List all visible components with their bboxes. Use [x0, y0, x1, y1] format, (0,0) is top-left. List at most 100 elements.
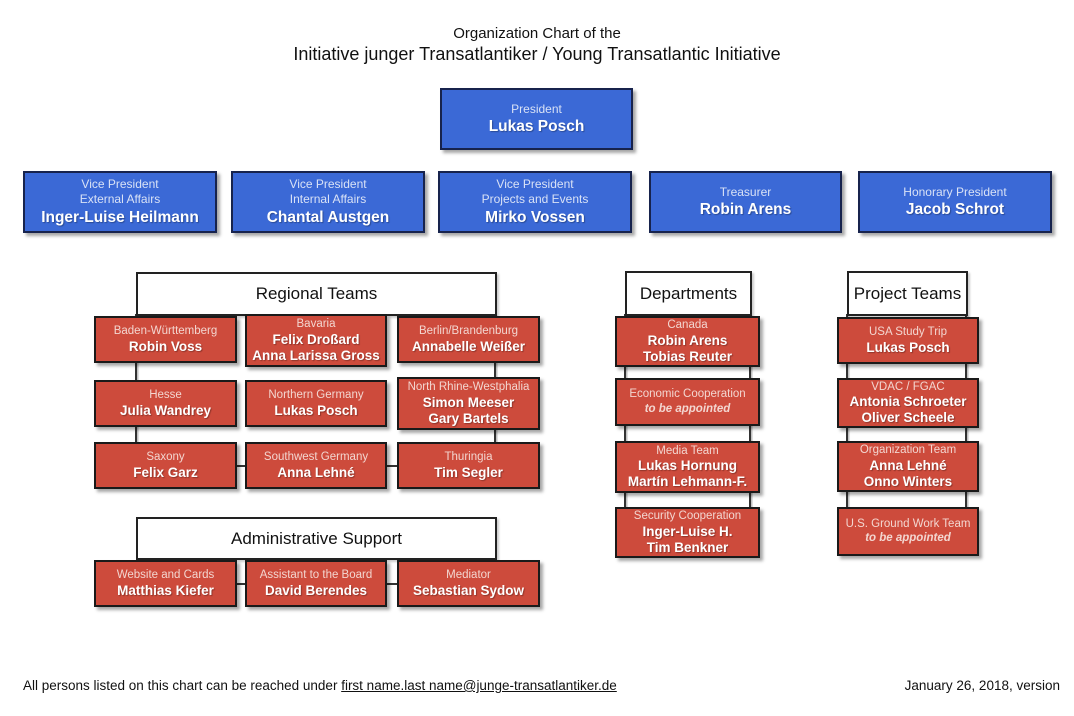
person-name: Felix Droßard: [272, 331, 360, 347]
chart-title-line2: Initiative junger Transatlantiker / Youn…: [293, 44, 781, 64]
team-title: USA Study Trip: [869, 326, 947, 339]
person-name: Lukas Posch: [274, 402, 358, 418]
person-name: Lukas Posch: [488, 118, 585, 136]
person-name: Julia Wandrey: [119, 402, 212, 418]
person-name: Simon Meeser: [422, 394, 515, 410]
box-canada: Canada Robin Arens Tobias Reuter: [615, 316, 760, 367]
box-north-rhine-westphalia: North Rhine-Westphalia Simon Meeser Gary…: [397, 377, 540, 430]
person-name: Oliver Scheele: [861, 410, 955, 426]
person-name: Robin Voss: [128, 338, 203, 354]
box-hesse: Hesse Julia Wandrey: [94, 380, 237, 427]
person-name: Mirko Vossen: [485, 208, 585, 226]
team-title: Northern Germany: [268, 389, 364, 402]
section-header-departments: Departments: [625, 271, 752, 316]
person-name: Robin Arens: [699, 201, 792, 219]
team-title: Canada: [667, 319, 708, 332]
team-title: Saxony: [146, 451, 185, 464]
box-baden-wuerttemberg: Baden-Württemberg Robin Voss: [94, 316, 237, 363]
person-name: Lukas Hornung: [637, 458, 737, 473]
box-thuringia: Thuringia Tim Segler: [397, 442, 540, 489]
team-title: Assistant to the Board: [259, 569, 373, 582]
person-name: Robin Arens: [647, 332, 728, 348]
person-name: Anna Lehné: [869, 457, 947, 473]
box-honorary-president: Honorary President Jacob Schrot: [858, 171, 1052, 233]
person-name: David Berendes: [264, 582, 368, 598]
person-name: Onno Winters: [863, 473, 953, 489]
section-title: Regional Teams: [255, 284, 378, 303]
box-us-ground-work-team: U.S. Ground Work Team to be appointed: [837, 507, 979, 556]
footer-contact-note: All persons listed on this chart can be …: [23, 678, 617, 693]
section-title: Administrative Support: [230, 528, 403, 548]
team-title: U.S. Ground Work Team: [845, 517, 971, 530]
team-title: Security Cooperation: [633, 510, 742, 523]
box-assistant-to-the-board: Assistant to the Board David Berendes: [245, 560, 387, 607]
person-name: Matthias Kiefer: [117, 582, 214, 598]
person-name: Sebastian Sydow: [412, 582, 525, 598]
section-header-regional-teams: Regional Teams: [136, 272, 497, 316]
box-vp-external-affairs: Vice President External Affairs Inger-Lu…: [23, 171, 217, 233]
vacancy-note: to be appointed: [865, 532, 951, 545]
team-title: Mediator: [446, 569, 491, 582]
section-header-administrative-support: Administrative Support: [136, 517, 497, 560]
team-title: Organization Team: [859, 444, 957, 457]
person-name: Tim Segler: [434, 464, 503, 480]
team-title: Bavaria: [296, 318, 336, 331]
person-name: Tobias Reuter: [642, 348, 732, 364]
person-name: Inger-Luise Heilmann: [41, 208, 199, 226]
box-bavaria: Bavaria Felix Droßard Anna Larissa Gross: [245, 314, 387, 367]
role-label: President: [511, 101, 562, 116]
role-label: Vice President: [496, 176, 574, 191]
team-title: North Rhine-Westphalia: [407, 381, 530, 394]
box-organization-team: Organization Team Anna Lehné Onno Winter…: [837, 441, 979, 492]
role-label: Internal Affairs: [289, 192, 367, 207]
box-southwest-germany: Southwest Germany Anna Lehné: [245, 442, 387, 489]
box-saxony: Saxony Felix Garz: [94, 442, 237, 489]
person-name: Jacob Schrot: [905, 201, 1005, 219]
footer-contact-prefix: All persons listed on this chart can be …: [23, 678, 342, 693]
role-label: Projects and Events: [481, 192, 589, 207]
team-title: VDAC / FGAC: [871, 380, 945, 393]
box-security-cooperation: Security Cooperation Inger-Luise H. Tim …: [615, 507, 760, 558]
role-label: Honorary President: [903, 184, 1007, 199]
person-name: Lukas Posch: [866, 339, 950, 355]
box-mediator: Mediator Sebastian Sydow: [397, 560, 540, 607]
box-vp-internal-affairs: Vice President Internal Affairs Chantal …: [231, 171, 425, 233]
person-name: Martín Lehmann-F.: [627, 474, 748, 490]
person-name: Annabelle Weißer: [411, 338, 526, 354]
team-title: Economic Cooperation: [629, 388, 746, 401]
person-name: Gary Bartels: [428, 410, 509, 426]
team-title: Southwest Germany: [263, 451, 369, 464]
team-title: Baden-Württemberg: [113, 325, 218, 338]
box-vdac-fgac: VDAC / FGAC Antonia Schroeter Oliver Sch…: [837, 378, 979, 428]
section-title: Project Teams: [853, 283, 962, 303]
person-name: Antonia Schroeter: [849, 394, 967, 409]
person-name: Anna Larissa Gross: [252, 347, 380, 363]
box-economic-cooperation: Economic Cooperation to be appointed: [615, 378, 760, 426]
box-berlin-brandenburg: Berlin/Brandenburg Annabelle Weißer: [397, 316, 540, 363]
box-usa-study-trip: USA Study Trip Lukas Posch: [837, 317, 979, 364]
box-media-team: Media Team Lukas Hornung Martín Lehmann-…: [615, 441, 760, 493]
team-title: Berlin/Brandenburg: [418, 325, 519, 338]
chart-title-line1: Organization Chart of the: [453, 25, 621, 42]
team-title: Media Team: [656, 444, 719, 457]
role-label: Vice President: [81, 176, 159, 191]
box-president: President Lukas Posch: [440, 88, 633, 150]
footer-email-link[interactable]: first name.last name@junge-transatlantik…: [341, 678, 617, 693]
person-name: Felix Garz: [133, 464, 198, 480]
team-title: Website and Cards: [116, 569, 215, 582]
box-vp-projects-events: Vice President Projects and Events Mirko…: [438, 171, 632, 233]
person-name: Inger-Luise H.: [642, 523, 733, 539]
team-title: Hesse: [149, 389, 182, 402]
box-treasurer: Treasurer Robin Arens: [649, 171, 842, 233]
vacancy-note: to be appointed: [644, 402, 731, 415]
role-label: External Affairs: [79, 192, 161, 207]
team-title: Thuringia: [444, 451, 493, 464]
person-name: Tim Benkner: [646, 539, 729, 555]
person-name: Anna Lehné: [277, 464, 355, 480]
role-label: Treasurer: [719, 184, 772, 199]
role-label: Vice President: [289, 176, 367, 191]
person-name: Chantal Austgen: [266, 208, 390, 226]
section-title: Departments: [639, 283, 738, 303]
section-header-project-teams: Project Teams: [847, 271, 968, 316]
